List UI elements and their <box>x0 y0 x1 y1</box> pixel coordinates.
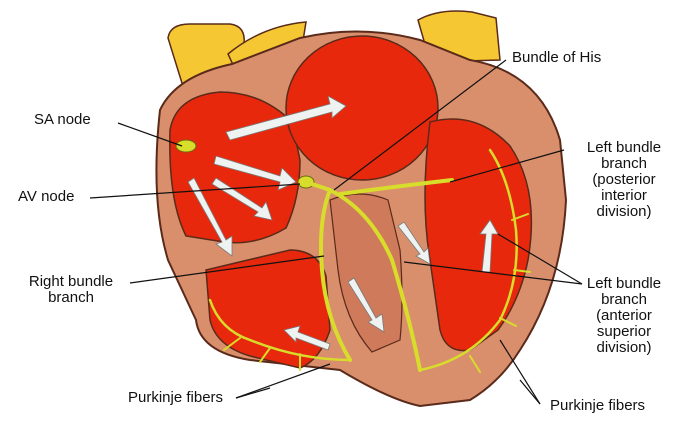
label-left-posterior-line-3: (posterior <box>562 172 686 188</box>
label-right-bundle-line-1: Right bundle <box>6 274 136 290</box>
label-left-posterior-line-5: division) <box>562 204 686 220</box>
label-left-bundle-posterior: Left bundle branch (posterior interior d… <box>562 140 686 220</box>
label-left-anterior-line-1: Left bundle <box>562 276 686 292</box>
leader-purkinje-left-2 <box>236 388 270 398</box>
label-left-posterior-line-4: interior <box>562 188 686 204</box>
sa-node-shape <box>176 140 196 152</box>
label-bundle-of-his: Bundle of His <box>512 50 601 66</box>
label-left-anterior-line-2: branch <box>562 292 686 308</box>
left-atrium <box>286 36 438 180</box>
leader-purkinje-left-1 <box>236 364 330 398</box>
label-left-posterior-line-2: branch <box>562 156 686 172</box>
label-right-bundle-line-2: branch <box>6 290 136 306</box>
label-sa-node: SA node <box>34 112 91 128</box>
label-left-anterior-line-4: superior <box>562 324 686 340</box>
leader-purkinje-right-2 <box>520 380 540 404</box>
label-purkinje-fibers-left: Purkinje fibers <box>128 390 223 406</box>
label-left-posterior-line-1: Left bundle <box>562 140 686 156</box>
label-left-bundle-anterior: Left bundle branch (anterior superior di… <box>562 276 686 356</box>
label-left-anterior-line-5: division) <box>562 340 686 356</box>
label-left-anterior-line-3: (anterior <box>562 308 686 324</box>
label-av-node: AV node <box>18 189 74 205</box>
label-purkinje-fibers-right: Purkinje fibers <box>550 398 645 414</box>
label-right-bundle-branch: Right bundle branch <box>6 274 136 306</box>
